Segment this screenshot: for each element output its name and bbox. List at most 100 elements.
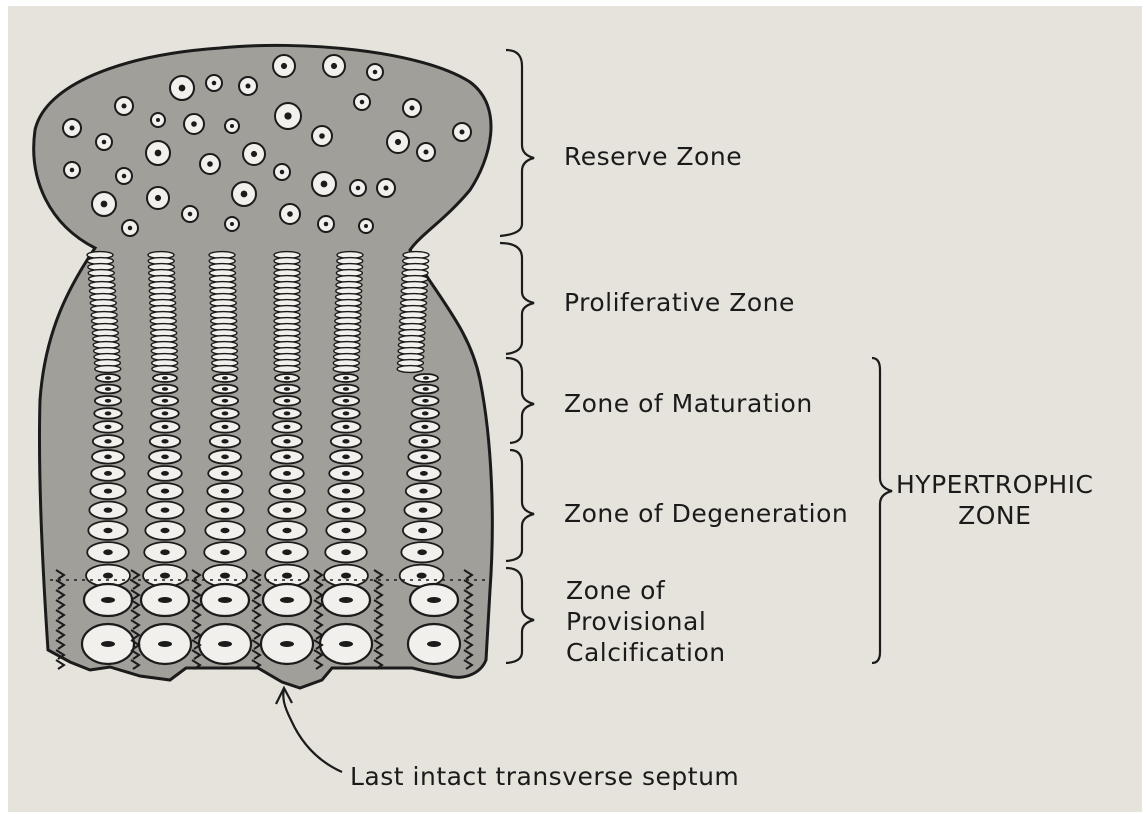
resting-cell-nucleus [245,83,250,88]
hypertrophic-cell-nucleus [160,573,170,579]
proliferative-cell [333,366,359,373]
calcification-cell-nucleus [339,597,353,603]
hypertrophic-cell-nucleus [343,387,349,391]
hypertrophic-cell-nucleus [343,376,349,380]
resting-cell-nucleus [121,103,126,108]
hypertrophic-zone-brace [872,358,892,663]
hypertrophic-cell-nucleus [422,399,428,403]
resting-cell-nucleus [280,170,284,174]
hypertrophic-cell-nucleus [105,387,111,391]
hypertrophic-cell-nucleus [283,471,291,476]
hypertrophic-cell-nucleus [282,549,292,555]
hypertrophic-cell-nucleus [220,573,230,579]
hypertrophic-cell-nucleus [161,489,169,494]
hypertrophic-cell-nucleus [420,455,428,460]
resting-cell-nucleus [251,151,257,157]
hypertrophic-cell-nucleus [105,425,112,429]
hypertrophic-cell-nucleus [103,528,112,533]
resting-cell-nucleus [284,112,291,119]
hypertrophic-cell-nucleus [160,549,170,555]
hypertrophic-cell-nucleus [103,573,113,579]
hypertrophic-cell-nucleus [161,455,169,460]
hypertrophic-cell-nucleus [420,471,428,476]
degeneration-zone-brace [506,450,534,561]
resting-cell-nucleus [360,100,364,104]
proliferative-zone-label: Proliferative Zone [564,287,795,318]
calcification-cell-nucleus [280,641,294,647]
hypertrophic-cell-nucleus [221,508,230,513]
hypertrophic-cell-nucleus [342,439,349,443]
calcified-septum-fleck [56,660,64,669]
reserve-zone-label: Reserve Zone [564,141,742,172]
calcification-cell-nucleus [218,597,232,603]
hypertrophic-cell-nucleus [422,411,429,415]
proliferative-cell [274,366,300,373]
hypertrophic-cell-nucleus [282,573,292,579]
calcification-cell-nucleus [339,641,353,647]
resting-cell-nucleus [69,125,74,130]
hypertrophic-cell-nucleus [221,439,228,443]
calcification-cell-nucleus [427,597,441,603]
resting-cell-nucleus [191,121,197,127]
hypertrophic-cell-nucleus [220,549,230,555]
hypertrophic-cell-nucleus [162,411,169,415]
hypertrophic-cell-nucleus [162,376,168,380]
resting-cell-nucleus [155,150,162,157]
resting-cell-nucleus [356,186,360,190]
resting-cell-nucleus [179,85,186,92]
hypertrophic-cell-nucleus [222,425,229,429]
resting-cell-nucleus [395,139,401,145]
degeneration-zone-label: Zone of Degeneration [564,498,848,529]
hypertrophic-cell-nucleus [222,387,228,391]
resting-cell-nucleus [373,70,377,74]
hypertrophic-cell-nucleus [104,439,111,443]
resting-cell-nucleus [324,222,328,226]
hypertrophic-cell-nucleus [104,471,112,476]
hypertrophic-cell-nucleus [103,549,113,555]
hypertrophic-cell-nucleus [105,399,111,403]
hypertrophic-cell-nucleus [419,489,427,494]
hypertrophic-cell-nucleus [104,489,112,494]
hypertrophic-cell-nucleus [222,376,228,380]
hypertrophic-cell-nucleus [342,471,350,476]
hypertrophic-cell-nucleus [222,399,228,403]
hypertrophic-cell-nucleus [284,387,290,391]
resting-cell-nucleus [319,133,325,139]
hypertrophic-cell-nucleus [423,376,429,380]
hypertrophic-cell-nucleus [105,376,111,380]
hypertrophic-cell-nucleus [423,387,429,391]
calcification-zone-label: Zone of Provisional Calcification [566,575,726,668]
calcification-cell-nucleus [218,641,232,647]
hypertrophic-cell-nucleus [221,489,229,494]
calcification-cell-nucleus [101,597,115,603]
calcification-cell-nucleus [158,597,172,603]
hypertrophic-cell-nucleus [421,439,428,443]
calcification-cell-nucleus [101,641,115,647]
resting-cell-nucleus [241,191,248,198]
hypertrophic-cell-nucleus [221,471,229,476]
hypertrophic-cell-nucleus [421,425,428,429]
hypertrophic-cell-nucleus [343,425,350,429]
hypertrophic-cell-nucleus [283,439,290,443]
hypertrophic-cell-nucleus [341,573,351,579]
resting-cell-nucleus [383,185,388,190]
proliferative-zone-brace [500,243,534,354]
hypertrophic-cell-nucleus [161,508,170,513]
hypertrophic-cell-nucleus [341,549,351,555]
hypertrophic-zone-label: HYPERTROPHIC ZONE [896,469,1094,531]
hypertrophic-cell-nucleus [284,399,290,403]
resting-cell-nucleus [364,224,368,228]
hypertrophic-cell-nucleus [104,455,112,460]
hypertrophic-cell-nucleus [282,528,291,533]
maturation-zone-label: Zone of Maturation [564,388,813,419]
calcification-cell-nucleus [427,641,441,647]
resting-cell-nucleus [70,168,74,172]
hypertrophic-cell-nucleus [342,489,350,494]
hypertrophic-cell-nucleus [162,387,168,391]
reserve-zone-brace [500,50,534,236]
calcification-cell-nucleus [280,597,294,603]
hypertrophic-cell-nucleus [160,528,169,533]
hypertrophic-cell-nucleus [417,573,427,579]
calcification-zone-brace [506,568,534,663]
resting-cell-nucleus [409,105,414,110]
